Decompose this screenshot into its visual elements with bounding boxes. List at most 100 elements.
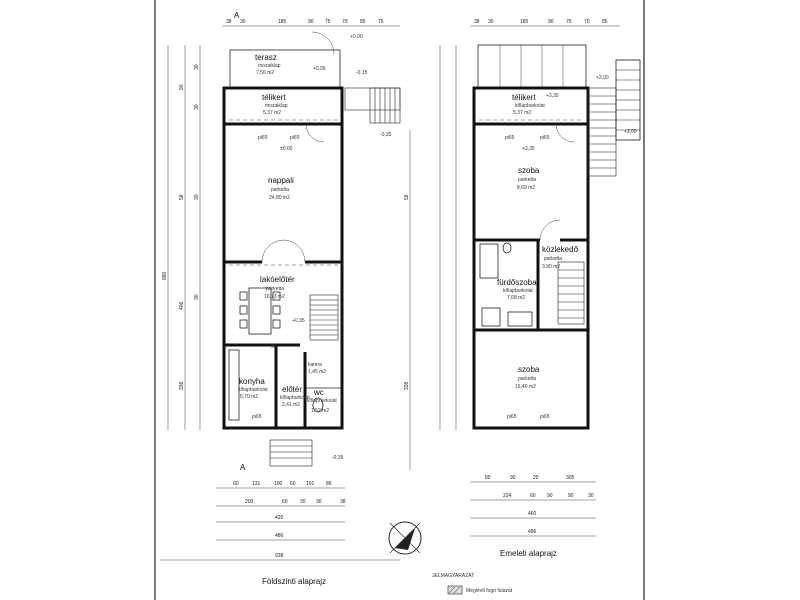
dim-label: 70	[342, 19, 348, 25]
door-tag: pi65	[540, 414, 550, 420]
gf-room-eloter: előtér kőlapburkolat 2,41 m2	[280, 385, 310, 408]
room-name: lakóelőtér	[260, 275, 295, 284]
dim-label: 60	[530, 493, 536, 499]
room-area: 1,52 m2	[311, 408, 329, 414]
gf-door-wintergarden	[305, 123, 325, 143]
room-name: konyha	[239, 377, 265, 386]
gf-door-living-left	[261, 239, 285, 263]
room-area: 1,45 m2	[308, 369, 326, 375]
uf-pergola	[477, 44, 587, 89]
dim-label: 38	[340, 499, 346, 505]
dim-label: 60	[282, 499, 288, 505]
level-marker: -0,35	[380, 132, 392, 138]
room-floor: kőlapburkolat	[515, 103, 545, 109]
uf-outer-walls	[472, 86, 590, 430]
dim-label: 30	[194, 294, 200, 300]
gf-room-lakoeloter: lakóelőtér parketta 16,73 m2	[260, 275, 295, 300]
gf-chair	[239, 291, 248, 301]
dim-label: 90	[179, 84, 185, 90]
ground-floor-plan: terasz mozaiklap 7,56 m2 télikert mozaik…	[160, 11, 411, 586]
gf-chair	[272, 319, 281, 329]
dim-label: 60	[290, 481, 296, 487]
level-marker: +3,00	[624, 129, 637, 135]
dim-label: 460	[528, 511, 537, 517]
upper-floor-plan: télikert kőlapburkolat 5,37 m2 szoba par…	[439, 19, 641, 558]
dim-label: 185	[520, 19, 529, 25]
dim-label: 75	[325, 19, 331, 25]
dim-label: 90	[308, 19, 314, 25]
gf-chair	[239, 319, 248, 329]
gf-door-terrace	[311, 31, 335, 55]
gf-chair	[272, 305, 281, 315]
room-name: terasz	[255, 53, 277, 62]
level-marker: +0,00	[350, 34, 363, 40]
room-name: télikert	[262, 93, 286, 102]
dim-label: 30	[588, 493, 594, 499]
level-marker: +3,00	[596, 75, 609, 81]
door-tag: pi65	[252, 414, 262, 420]
room-floor: parketta	[518, 177, 536, 183]
room-floor: parketta	[271, 187, 289, 193]
dim-label: 101	[306, 481, 315, 487]
room-name: nappali	[268, 176, 294, 185]
door-tag: pi65	[290, 135, 300, 141]
level-marker: -0,35	[332, 455, 344, 461]
uf-room-furdoszoba: fürdőszoba kőlapburkolat 7,68 m2	[497, 278, 537, 301]
dim-label: 30	[316, 499, 322, 505]
uf-stair-opening	[557, 261, 585, 325]
room-floor: kőlapburkolat	[307, 398, 337, 404]
dim-label: 338	[404, 381, 410, 390]
level-marker: -0,15	[356, 70, 368, 76]
dim-label: 30	[194, 194, 200, 200]
gf-dim-bottom: 60 131 100 60 101 85 200 60 20 30 38 420…	[160, 481, 400, 561]
gf-kitchen-counter	[228, 349, 240, 421]
dim-label: 90	[548, 19, 554, 25]
dim-label: 38	[474, 19, 480, 25]
room-name: télikert	[512, 93, 536, 102]
uf-shower	[481, 307, 501, 327]
room-area: 5,37 m2	[513, 110, 531, 116]
dim-label: 305	[566, 475, 575, 481]
legend: JELMAGYARÁZAT Meglévő fogó falazat	[432, 572, 513, 595]
gf-interior-stair	[309, 294, 339, 341]
dim-label: 200	[245, 499, 254, 505]
gf-room-nappali: nappali parketta 24,80 m2	[268, 176, 294, 201]
uf-bathtub	[479, 243, 499, 279]
level-marker: +3,35	[546, 93, 559, 99]
dim-label: 486	[528, 529, 537, 535]
door-tag: 90	[271, 344, 277, 350]
dim-label: 60	[233, 481, 239, 487]
level-marker: +3,35	[522, 146, 535, 152]
room-area: 24,80 m2	[269, 195, 290, 201]
gf-room-wc: wc kőlapburkolat 1,52 m2	[307, 388, 337, 414]
uf-washbasin	[507, 311, 533, 327]
dim-label: 80	[485, 475, 491, 481]
uf-wc	[502, 242, 512, 254]
room-floor: parketta	[266, 286, 284, 292]
room-name: fürdőszoba	[497, 278, 537, 287]
section-marker: A	[240, 463, 246, 472]
dim-label: 30	[240, 19, 246, 25]
room-name: előtér	[282, 385, 302, 394]
gf-external-stair-bottom	[269, 439, 313, 467]
level-marker: ±0,00	[280, 146, 293, 152]
dim-label: 90	[510, 475, 516, 481]
room-area: 16,40 m2	[515, 384, 536, 390]
door-tag: pi65	[258, 135, 268, 141]
dim-label: 85	[326, 481, 332, 487]
gf-door-living-right	[283, 239, 306, 263]
room-name: szoba	[518, 365, 540, 374]
dim-label: 38	[226, 19, 232, 25]
door-tag: pi65	[507, 414, 517, 420]
dim-label: 131	[252, 481, 261, 487]
uf-door-wintergarden	[555, 123, 575, 143]
uf-room-telikert: télikert kőlapburkolat 5,37 m2	[512, 93, 545, 116]
dim-label: 30	[488, 19, 494, 25]
gf-room-konyha: konyha kőlapburkolat 5,70 m2	[238, 377, 268, 400]
room-floor: kőlapburkolat	[280, 395, 310, 401]
legend-title: JELMAGYARÁZAT	[432, 572, 474, 579]
room-floor: mozaiklap	[265, 103, 288, 109]
legend-item: Meglévő fogó falazat	[466, 588, 513, 594]
dim-label: 938	[275, 553, 284, 559]
uf-dim-bottom: 80 90 20 305 224 60 90 90 30 460 486	[470, 475, 596, 537]
